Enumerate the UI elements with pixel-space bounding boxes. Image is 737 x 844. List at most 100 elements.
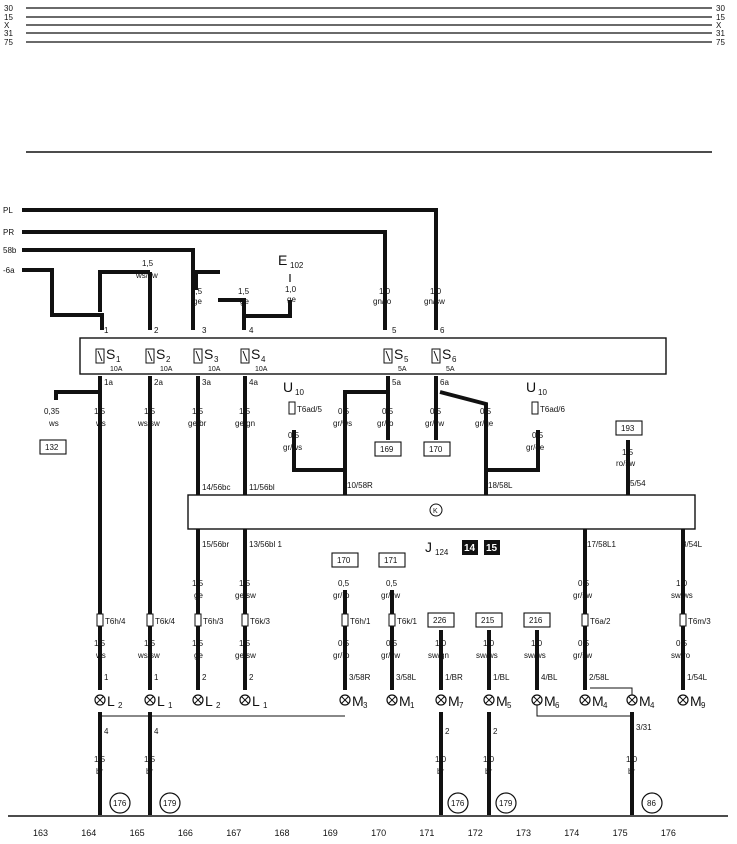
j124-badge-box xyxy=(462,540,478,555)
lamp-number: 2 xyxy=(118,701,123,710)
pin-label: 11/56bl xyxy=(249,483,275,492)
wire-color: sw/gn xyxy=(428,651,449,660)
connector-label: T6a/2 xyxy=(590,617,611,626)
ground-ref: 86 xyxy=(647,799,656,808)
ref-box: 226 xyxy=(433,616,447,625)
rail-label: X xyxy=(4,21,10,30)
wire-color: gr/ro xyxy=(333,651,350,660)
connector-icon xyxy=(581,613,589,627)
mid-wire-labels-a: 1,5 ge 1,5 ge/sw 0,5 gr/ro 0,5 gr/sw 0,5… xyxy=(192,579,693,600)
u10-label: U xyxy=(283,379,293,395)
wire-size: 1,5 xyxy=(192,579,204,588)
lamp-number: 3 xyxy=(363,701,368,710)
ref-box: 216 xyxy=(529,616,543,625)
column-number: 176 xyxy=(661,828,676,838)
fuse-amperage: 10A xyxy=(208,366,221,373)
rail-label: 30 xyxy=(4,4,13,13)
rail-label: X xyxy=(716,21,722,30)
wire-size: 1,0 xyxy=(531,639,543,648)
wire-size: 0,5 xyxy=(338,579,350,588)
wire-size: 1,0 xyxy=(379,287,391,296)
lamp-number: 1 xyxy=(263,701,268,710)
fuse-out-pin: 5a xyxy=(392,378,401,387)
rail-label: 75 xyxy=(716,38,725,47)
connector-label: T6k/3 xyxy=(250,617,271,626)
wire-color: ws xyxy=(48,419,59,428)
lamp-letter: M xyxy=(399,693,411,709)
wire-size: 0,5 xyxy=(338,639,350,648)
input-label-pr: PR xyxy=(3,228,14,237)
wire-size: 0,5 xyxy=(532,431,544,440)
pin-label: 1/54L xyxy=(687,673,708,682)
mid-refs: 170 171 226 215 216 xyxy=(331,552,551,628)
fuse-link xyxy=(97,350,103,362)
u10-left: U 10 T6ad/5 0,5 gr/ws xyxy=(283,379,322,452)
wire-color: br xyxy=(96,767,103,776)
column-number: 172 xyxy=(468,828,483,838)
ref-box: 171 xyxy=(384,556,398,565)
wire-size: 0,5 xyxy=(338,407,350,416)
module-center-letter: K xyxy=(433,508,438,515)
wire-color: sw/ws xyxy=(476,651,498,660)
lamp-letter: M xyxy=(496,693,508,709)
lamp-filament xyxy=(96,696,104,704)
rail-label: 30 xyxy=(716,4,725,13)
fuse-out-pin: 1a xyxy=(104,378,113,387)
wire-size: 1,5 xyxy=(94,639,106,648)
connector-icon xyxy=(146,613,154,627)
connector-icon xyxy=(341,613,349,627)
u10-connector: T6ad/5 xyxy=(297,405,322,414)
wire-color: gn/ro xyxy=(373,297,392,306)
fuse-link xyxy=(195,350,201,362)
fuse-amperage: 10A xyxy=(110,366,123,373)
connector-label: T6h/3 xyxy=(203,617,224,626)
lamp-filament xyxy=(679,696,687,704)
pin-label: 1/BL xyxy=(493,673,510,682)
lamp-out-pin-labels: 4 4 2 2 3/31 xyxy=(104,723,652,736)
pin-label: 8/54L xyxy=(682,540,703,549)
column-number: 173 xyxy=(516,828,531,838)
fuse-out-wire-labels: 0,35 ws 1,5 ws 1,5 ws/sw 1,5 ge/br 1,5 g… xyxy=(44,407,494,428)
wire-color: gr/ws xyxy=(333,419,352,428)
wire-color: ws/sw xyxy=(135,271,158,280)
lamp-letter: L xyxy=(205,693,213,709)
input-labels: PL PR 58b -6a xyxy=(3,206,17,275)
pin-label: 2 xyxy=(249,673,254,682)
pin-label: 5/54 xyxy=(630,479,646,488)
u10-sub: 10 xyxy=(295,388,304,397)
switch-e102-sub: 102 xyxy=(290,261,304,270)
pin-label: 2 xyxy=(445,727,450,736)
u10-label: U xyxy=(526,379,536,395)
wire-color: ws xyxy=(95,651,106,660)
fuse-number: 6 xyxy=(452,355,457,364)
lamp-letter: M xyxy=(544,693,556,709)
lamp-filament xyxy=(388,696,396,704)
lamp-filament xyxy=(628,696,636,704)
wire-color: sw/ws xyxy=(524,651,546,660)
fuse-out-wires xyxy=(54,376,630,620)
connector-label: T6k/1 xyxy=(397,617,418,626)
wire-size: 1,0 xyxy=(285,285,297,294)
fuse-out-pin: 3a xyxy=(202,378,211,387)
fuse-letter: S xyxy=(106,346,115,362)
wire-color: gr/ge xyxy=(526,443,545,452)
j124-top-pins: 14/56bc 11/56bl 10/58R 18/58L 5/54 xyxy=(202,479,646,492)
ground-ref: 176 xyxy=(113,799,127,808)
wire-size: 1,5 xyxy=(192,407,204,416)
u10-connector: T6ad/6 xyxy=(540,405,565,414)
ref-box: 215 xyxy=(481,616,495,625)
fuse-in-pin: 4 xyxy=(249,326,254,335)
lamp-number: 1 xyxy=(168,701,173,710)
pin-label: 1 xyxy=(104,673,109,682)
wire-size: 0,5 xyxy=(430,407,442,416)
power-rails xyxy=(26,7,712,153)
wire-color: ws xyxy=(95,419,106,428)
